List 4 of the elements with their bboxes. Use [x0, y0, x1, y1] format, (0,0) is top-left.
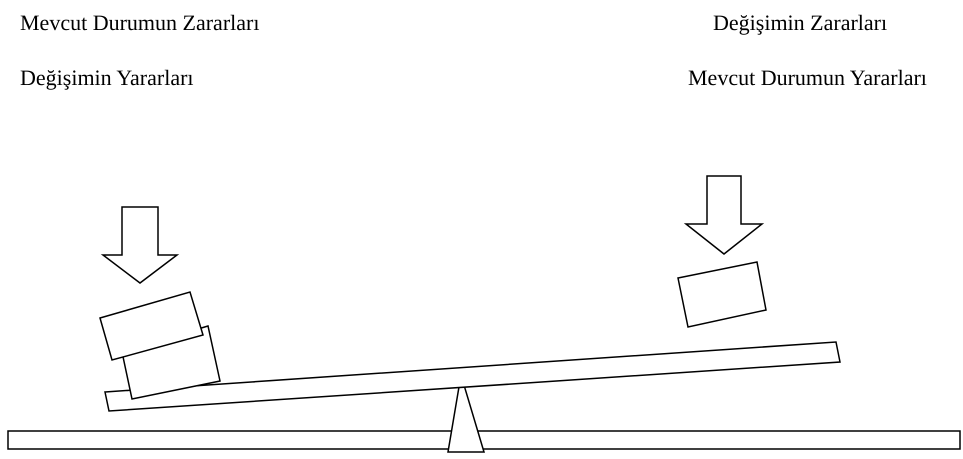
label-text: Mevcut Durumun Zararları — [20, 12, 260, 34]
label-text: Değişimin Zararları — [713, 12, 888, 34]
label-text: Mevcut Durumun Yararları — [688, 67, 927, 89]
label-text: Değişimin Yararları — [20, 67, 194, 89]
